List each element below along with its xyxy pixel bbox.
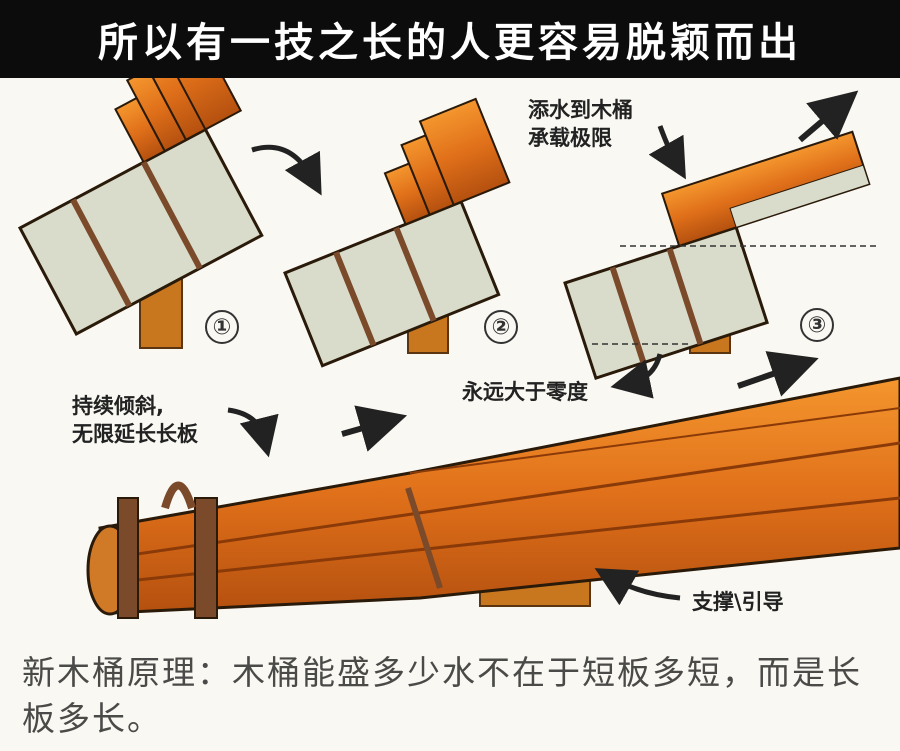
step3-note-line1: 添水到木桶	[528, 98, 633, 122]
curved-arrow-icon	[594, 568, 681, 606]
angle-note: 永远大于零度	[462, 380, 588, 404]
step-number-2: ②	[484, 310, 518, 344]
curved-arrow-icon	[648, 125, 686, 180]
curved-arrow-icon	[610, 353, 663, 399]
straight-arrow-icon	[737, 351, 819, 397]
straight-arrow-icon	[341, 405, 408, 452]
long-barrel	[86, 376, 900, 619]
step3-note-line2: 承载极限	[528, 126, 612, 150]
tilt-note-line1: 持续倾斜,	[72, 394, 164, 418]
barrel-diagram	[17, 12, 900, 619]
barrel-band	[194, 497, 218, 619]
barrel-body	[283, 199, 501, 368]
barrel-step-1	[17, 12, 264, 349]
barrel-step-3	[563, 130, 880, 380]
tilt-note-line2: 无限延长长板	[72, 422, 198, 446]
page-title: 所以有一技之长的人更容易脱颖而出	[0, 0, 900, 78]
barrel-band	[117, 497, 139, 619]
barrel-body	[17, 127, 264, 336]
curved-arrow-icon	[251, 144, 322, 196]
barrel-body	[563, 225, 769, 380]
diagram-area: ① ② ③ 添水到木桶 承载极限 永远大于零度 持续倾斜, 无限延长长板 支撑\…	[0, 12, 900, 638]
barrel-handle	[161, 481, 196, 510]
barrel-step-2	[283, 97, 511, 368]
caption-text: 新木桶原理：木桶能盛多少水不在于短板多短，而是长板多长。	[22, 653, 862, 738]
curved-arrow-icon	[227, 407, 279, 458]
step-number-1: ①	[205, 310, 239, 344]
straight-arrow-icon	[798, 90, 859, 143]
step-number-3: ③	[800, 308, 834, 342]
support-note: 支撑\引导	[692, 590, 784, 614]
